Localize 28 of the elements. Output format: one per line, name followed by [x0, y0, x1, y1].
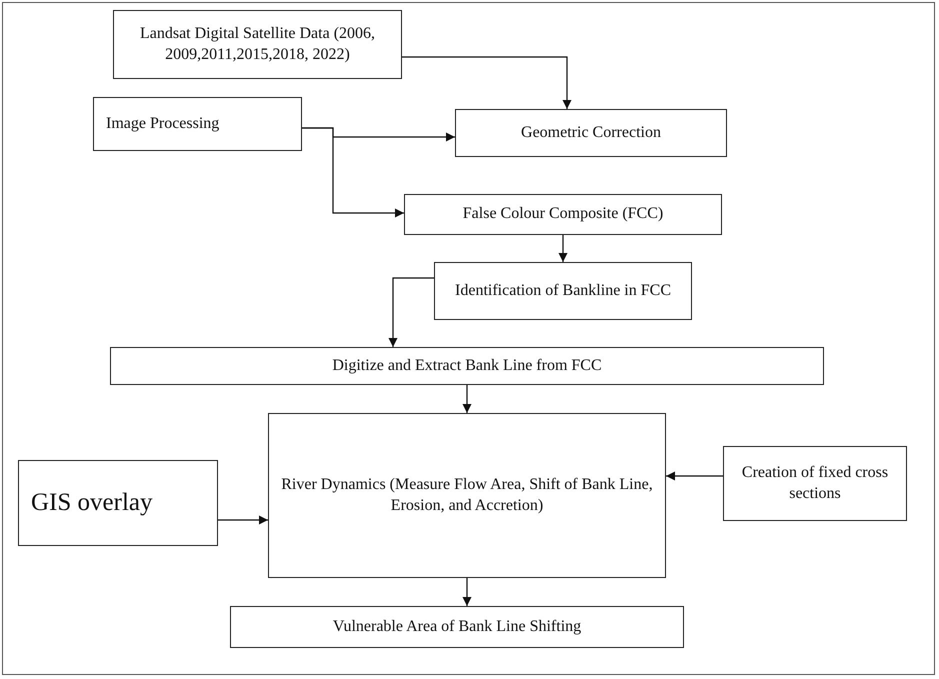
arrow: [218, 516, 268, 524]
box-text: Digitize and Extract Bank Line from FCC: [332, 356, 602, 376]
process-box: [723, 446, 907, 521]
arrow: [302, 127, 404, 218]
box-text: Creation of fixed cross sections: [740, 462, 890, 504]
process-box: [230, 606, 684, 648]
process-box: [110, 347, 824, 385]
arrow: [462, 578, 472, 606]
box-text: Vulnerable Area of Bank Line Shifting: [332, 616, 582, 637]
process-box: [18, 460, 218, 546]
arrow: [402, 56, 572, 109]
arrow: [388, 277, 434, 347]
process-box: [455, 109, 727, 157]
process-box: [268, 413, 666, 578]
process-box: [434, 262, 692, 320]
box-text: Identification of Bankline in FCC: [455, 280, 671, 301]
arrow: [666, 472, 723, 480]
process-box: [113, 10, 402, 79]
arrow: [558, 235, 568, 262]
box-text: Image Processing: [106, 114, 220, 134]
box-text: River Dynamics (Measure Flow Area, Shift of Bank Line, Erosion, and Accretion): [281, 474, 653, 516]
box-text: GIS overlay: [31, 488, 152, 518]
box-text: Geometric Correction: [521, 122, 661, 143]
box-text: Landsat Digital Satellite Data (2006, 2009,2011,2015,2018, 2022): [138, 24, 376, 64]
process-box: [93, 97, 302, 151]
box-text: False Colour Composite (FCC): [462, 204, 664, 224]
process-box: [404, 194, 722, 235]
arrow: [462, 385, 472, 413]
